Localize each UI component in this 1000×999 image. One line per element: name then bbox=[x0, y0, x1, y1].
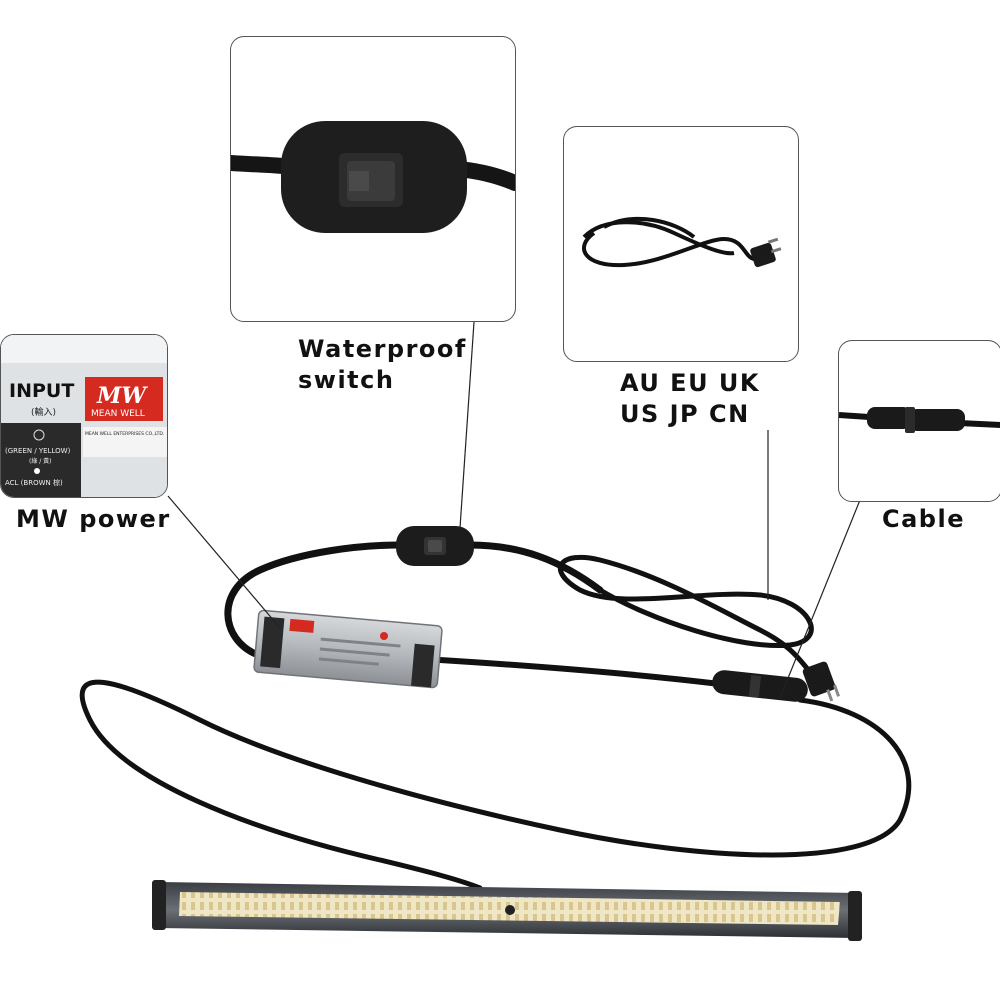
led-bar bbox=[152, 880, 862, 941]
cable-to-switch bbox=[224, 541, 404, 659]
inline-switch bbox=[396, 526, 474, 566]
company-text: MEAN WELL ENTERPRISES CO.,LTD. bbox=[85, 431, 164, 437]
driver-label-closeup: INPUT (輸入) MW MEAN WELL MEAN WELL ENTERP… bbox=[1, 335, 167, 497]
acl-text: ACL (BROWN 棕) bbox=[5, 478, 63, 487]
power-driver bbox=[253, 609, 443, 689]
ground-cn-text: (綠 / 黃) bbox=[29, 457, 52, 465]
label-waterproof-switch: Waterproof switch bbox=[298, 334, 467, 396]
leader-cable bbox=[779, 499, 861, 699]
long-loop-cable bbox=[79, 679, 912, 891]
label-cable: Cable bbox=[882, 505, 965, 533]
rocker-switch-icon bbox=[231, 121, 515, 233]
coiled-power-cord bbox=[557, 554, 814, 675]
cable-switch-right bbox=[466, 541, 604, 594]
label-waterproof-line2: switch bbox=[298, 366, 395, 394]
leader-switch bbox=[459, 321, 475, 529]
label-plugs: AU EU UK US JP CN bbox=[620, 368, 760, 430]
ground-text: (GREEN / YELLOW) bbox=[5, 447, 71, 455]
label-plugs-line1: AU EU UK bbox=[620, 369, 761, 397]
cable-callout bbox=[838, 340, 1000, 502]
brand-name: MEAN WELL bbox=[91, 409, 145, 419]
us-plug bbox=[802, 661, 841, 702]
input-cn-text: (輸入) bbox=[31, 406, 56, 418]
mw-power-callout: INPUT (輸入) MW MEAN WELL MEAN WELL ENTERP… bbox=[0, 334, 168, 498]
leader-mw-power bbox=[167, 495, 281, 629]
output-cable bbox=[437, 657, 723, 687]
inline-connector bbox=[712, 670, 808, 702]
brand-mark: MW bbox=[96, 383, 148, 409]
plug-cord-icon bbox=[582, 216, 782, 268]
plug-callout bbox=[563, 126, 799, 362]
cable-connector-icon bbox=[839, 407, 1000, 433]
switch-callout bbox=[230, 36, 516, 322]
label-mw-power: MW power bbox=[16, 505, 171, 533]
label-plugs-line2: US JP CN bbox=[620, 400, 750, 428]
label-waterproof-line1: Waterproof bbox=[298, 335, 467, 363]
input-text: INPUT bbox=[9, 380, 74, 402]
